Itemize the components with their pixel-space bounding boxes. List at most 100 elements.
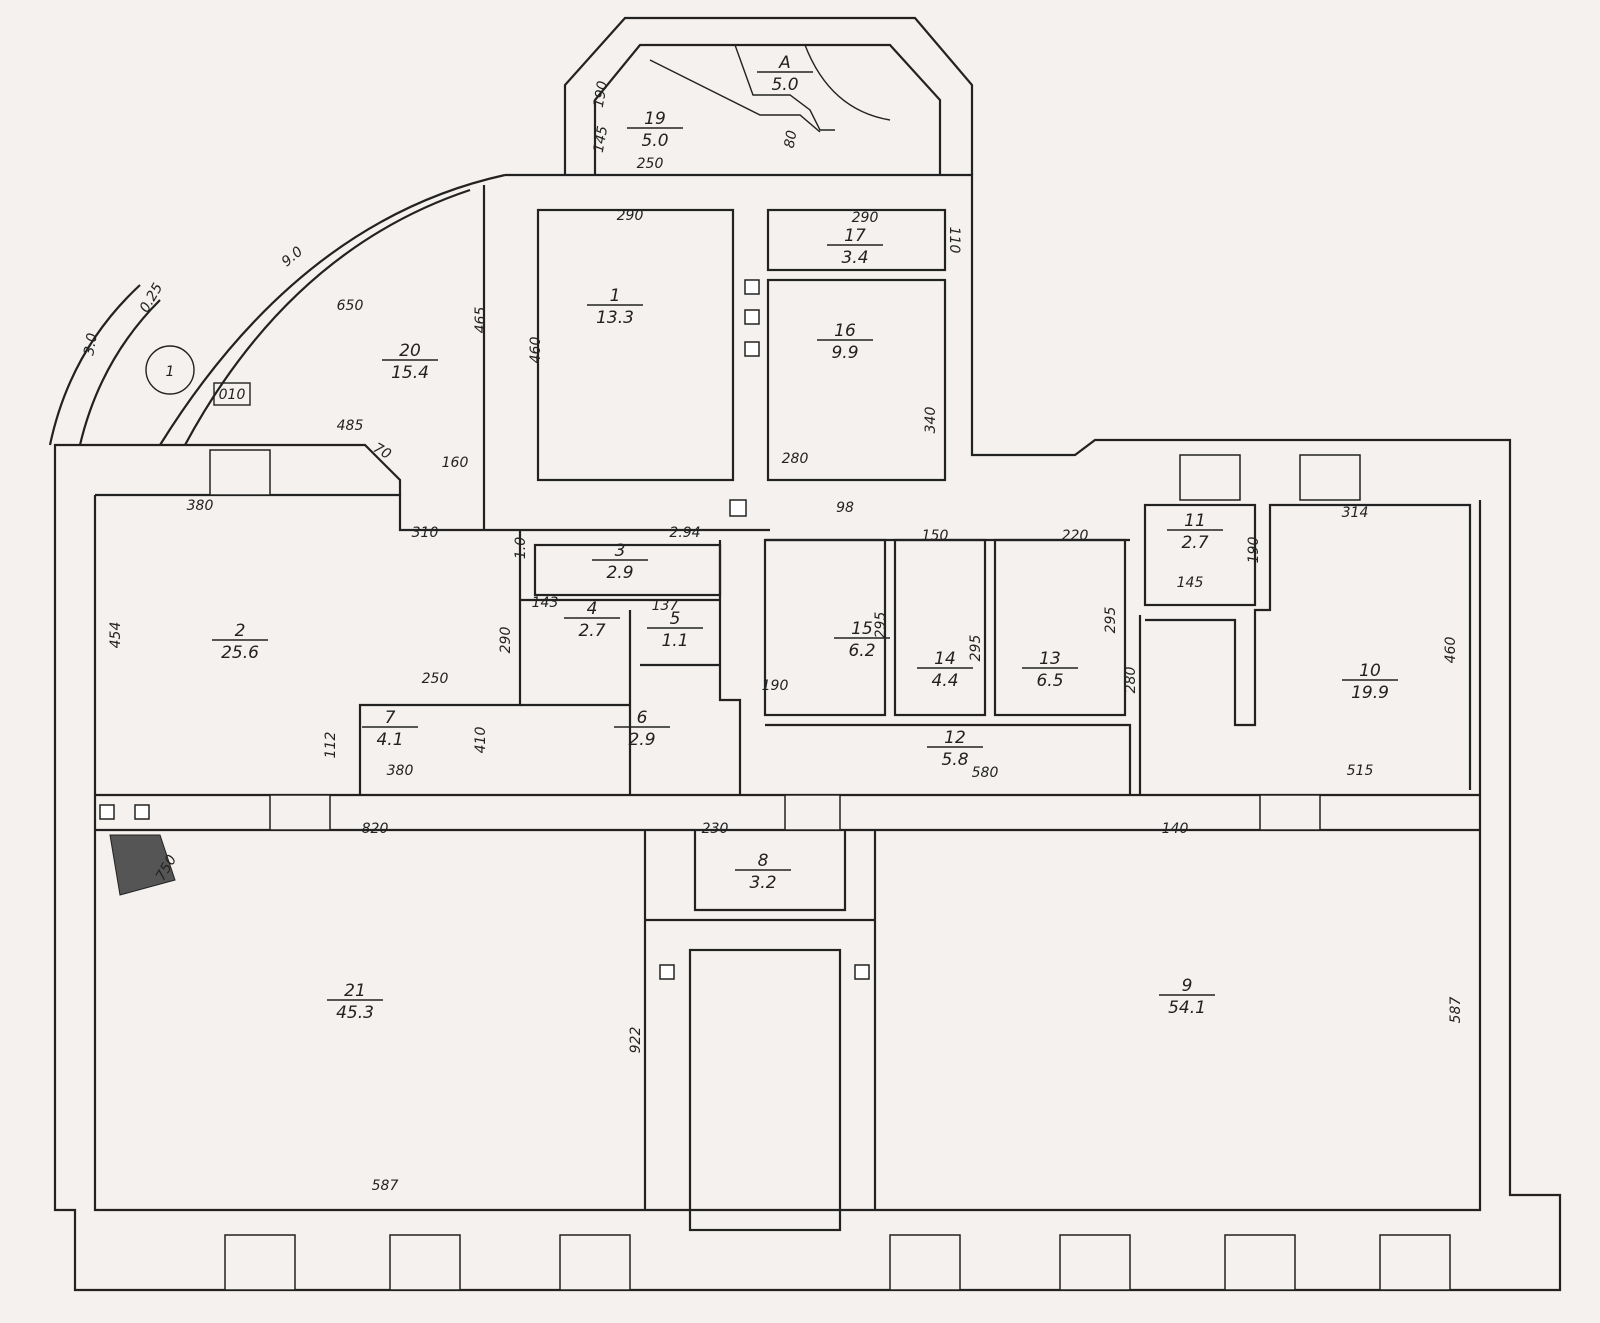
- room-area: 2.7: [578, 621, 605, 641]
- room-area: 3.2: [749, 873, 776, 893]
- dimension-label: 280: [1123, 667, 1139, 694]
- room-number: 5: [670, 609, 681, 629]
- room-7: 74.1: [362, 708, 418, 750]
- room-area: 25.6: [221, 643, 259, 663]
- dimension-label: 250: [637, 156, 664, 172]
- dimension-label: 0.25: [137, 280, 166, 315]
- dimension-label: 295: [1103, 607, 1119, 634]
- room-12: 125.8: [927, 728, 983, 770]
- dimension-label: 485: [337, 418, 364, 434]
- dimension-label: 380: [387, 763, 414, 779]
- room-number: 20: [399, 341, 421, 361]
- dimension-label: 190: [1246, 537, 1262, 564]
- room-number: 6: [637, 708, 648, 728]
- dimension-label: 140: [1162, 821, 1189, 837]
- room-number: 7: [385, 708, 396, 728]
- room-area: 15.4: [391, 363, 429, 383]
- dimension-label: 290: [617, 208, 644, 224]
- room-number: 19: [644, 109, 666, 129]
- dimension-label: 160: [442, 455, 469, 471]
- room-15: 156.2: [834, 619, 890, 661]
- dimension-label: 310: [412, 525, 439, 541]
- windows: [209, 449, 1451, 1291]
- dimension-label: 465: [473, 307, 489, 334]
- room-11: 112.7: [1167, 511, 1223, 553]
- room-number: 14: [934, 649, 956, 669]
- room-area: 4.4: [931, 671, 958, 691]
- room-number: 10: [1359, 661, 1381, 681]
- dimension-label: 250: [422, 671, 449, 687]
- room-number: 11: [1184, 511, 1206, 531]
- dimension-label: 295: [968, 635, 984, 662]
- dimension-label: 1.0: [513, 537, 529, 559]
- dimension-label: 820: [362, 821, 389, 837]
- room-13: 136.5: [1022, 649, 1078, 691]
- dimension-label: 143: [532, 595, 559, 611]
- room-number: 3: [615, 541, 626, 561]
- room-16: 169.9: [817, 321, 873, 363]
- room-area: 6.5: [1036, 671, 1063, 691]
- room-area: 13.3: [596, 308, 634, 328]
- dimension-label: 145: [591, 125, 611, 154]
- room-1: 113.3: [587, 286, 643, 328]
- room-number: 21: [344, 981, 366, 1001]
- room-14: 144.4: [917, 649, 973, 691]
- dimension-label: 112: [323, 732, 339, 759]
- room-number: 13: [1039, 649, 1061, 669]
- room-3: 32.9: [592, 541, 648, 583]
- room-9: 954.1: [1159, 976, 1215, 1018]
- dimension-label: 380: [187, 498, 214, 514]
- room-area: 5.0: [641, 131, 668, 151]
- svg-text:1: 1: [166, 364, 175, 380]
- dimension-label: 190: [591, 80, 611, 109]
- room-area: 19.9: [1351, 683, 1389, 703]
- vent-shafts: [99, 279, 870, 980]
- dimension-label: 290: [852, 210, 879, 226]
- room-area: 3.4: [841, 248, 868, 268]
- dimension-label: 587: [372, 1178, 399, 1194]
- room-number: 15: [851, 619, 873, 639]
- dimension-label: 9.0: [279, 244, 306, 271]
- dimension-label: 190: [762, 678, 789, 694]
- dimension-label: 230: [702, 821, 729, 837]
- dimension-label: 145: [1177, 575, 1204, 591]
- room-4: 42.7: [564, 599, 620, 641]
- room-5: 51.1: [647, 609, 703, 651]
- dimension-label: 3.0: [81, 332, 101, 357]
- dimension-label: 460: [1443, 637, 1459, 664]
- dimension-label: 340: [923, 407, 939, 434]
- room-labels: A5.0195.0173.4113.3169.92015.4225.632.94…: [212, 53, 1398, 1023]
- dimension-label: 290: [498, 627, 514, 654]
- room-area: 1.1: [661, 631, 688, 651]
- room-area: 4.1: [376, 730, 403, 750]
- dimension-label: 460: [528, 337, 544, 364]
- room-number: 9: [1182, 976, 1193, 996]
- dimension-label: 410: [473, 727, 489, 754]
- room-area: 45.3: [336, 1003, 374, 1023]
- dimension-label: 580: [972, 765, 999, 781]
- room-19: 195.0: [627, 109, 683, 151]
- dimension-label: 220: [1062, 528, 1089, 544]
- dimension-label: 70: [370, 440, 394, 463]
- room-area: 6.2: [848, 641, 875, 661]
- room-area: 5.0: [771, 75, 798, 95]
- marker: 1 010: [145, 345, 251, 406]
- svg-text:010: 010: [219, 387, 246, 403]
- dimension-label: 98: [836, 500, 854, 516]
- room-6: 62.9: [614, 708, 670, 750]
- dimension-label: 650: [337, 298, 364, 314]
- room-area: 5.8: [941, 750, 968, 770]
- dimension-label: 587: [1448, 997, 1464, 1024]
- room-number: 12: [944, 728, 966, 748]
- room-number: 17: [844, 226, 866, 246]
- room-A: A5.0: [757, 53, 813, 95]
- room-number: 1: [610, 286, 621, 306]
- room-number: 2: [235, 621, 246, 641]
- dimension-label: 2.94: [669, 525, 700, 541]
- room-2: 225.6: [212, 621, 268, 663]
- room-area: 9.9: [831, 343, 858, 363]
- dimension-label: 130: [0, 0, 13, 4]
- room-area: 2.9: [606, 563, 633, 583]
